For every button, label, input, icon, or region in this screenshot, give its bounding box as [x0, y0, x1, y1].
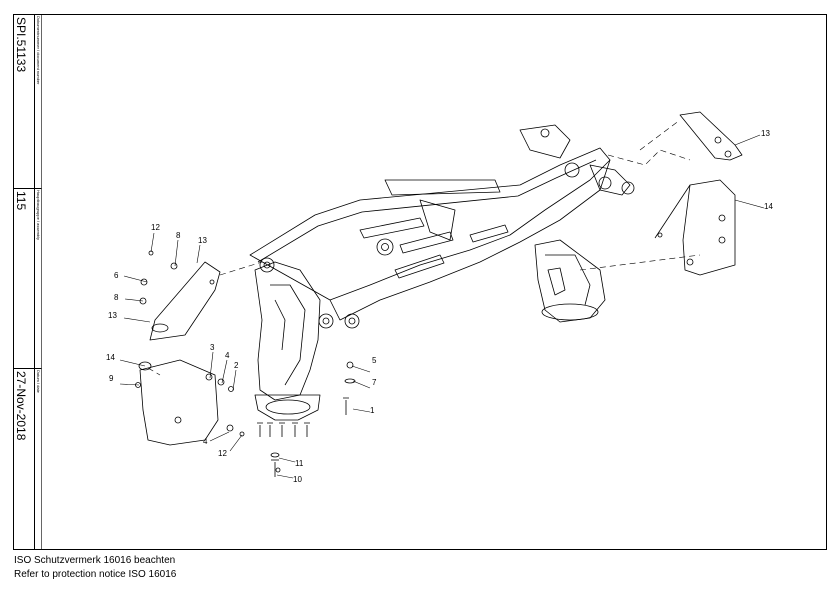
callout-8a: 8	[176, 231, 181, 240]
callout-12b: 12	[218, 449, 227, 458]
callout-5: 5	[372, 356, 377, 365]
protection-notice-en: Refer to protection notice ISO 16016	[14, 569, 177, 580]
document-number: SPI.51133	[14, 17, 28, 72]
assembly-number: 115	[14, 191, 28, 210]
callout-10: 10	[293, 475, 302, 484]
callout-6: 6	[114, 271, 119, 280]
fasteners	[135, 250, 356, 473]
callout-13a: 13	[198, 236, 207, 245]
callout-4a: 4	[225, 351, 230, 360]
callout-9: 9	[109, 374, 114, 383]
callout-11: 11	[295, 459, 304, 468]
frame-assembly-illustration	[138, 111, 743, 477]
callout-14a: 14	[106, 353, 115, 362]
document-number-label: Dokumentnummer / document number	[36, 16, 41, 85]
date-label: Datum / date	[36, 370, 41, 394]
callout-8b: 8	[114, 293, 119, 302]
callout-13c: 13	[761, 129, 770, 138]
drawing-frame	[13, 14, 827, 550]
callout-7: 7	[372, 378, 377, 387]
callout-12a: 12	[151, 223, 160, 232]
callout-13b: 13	[108, 311, 117, 320]
callout-1: 1	[370, 406, 375, 415]
assembly-guide-lines	[147, 119, 701, 376]
callout-2: 2	[234, 361, 239, 370]
protection-notice-de: ISO Schutzvermerk 16016 beachten	[14, 555, 176, 566]
callout-3: 3	[210, 343, 215, 352]
callout-4b: 4	[203, 437, 208, 446]
callout-14b: 14	[764, 202, 773, 211]
date-value: 27-Nov-2018	[14, 371, 28, 441]
callout-leaders	[119, 134, 765, 479]
assembly-label: Hauptbaugruppe / assembly	[36, 190, 41, 240]
